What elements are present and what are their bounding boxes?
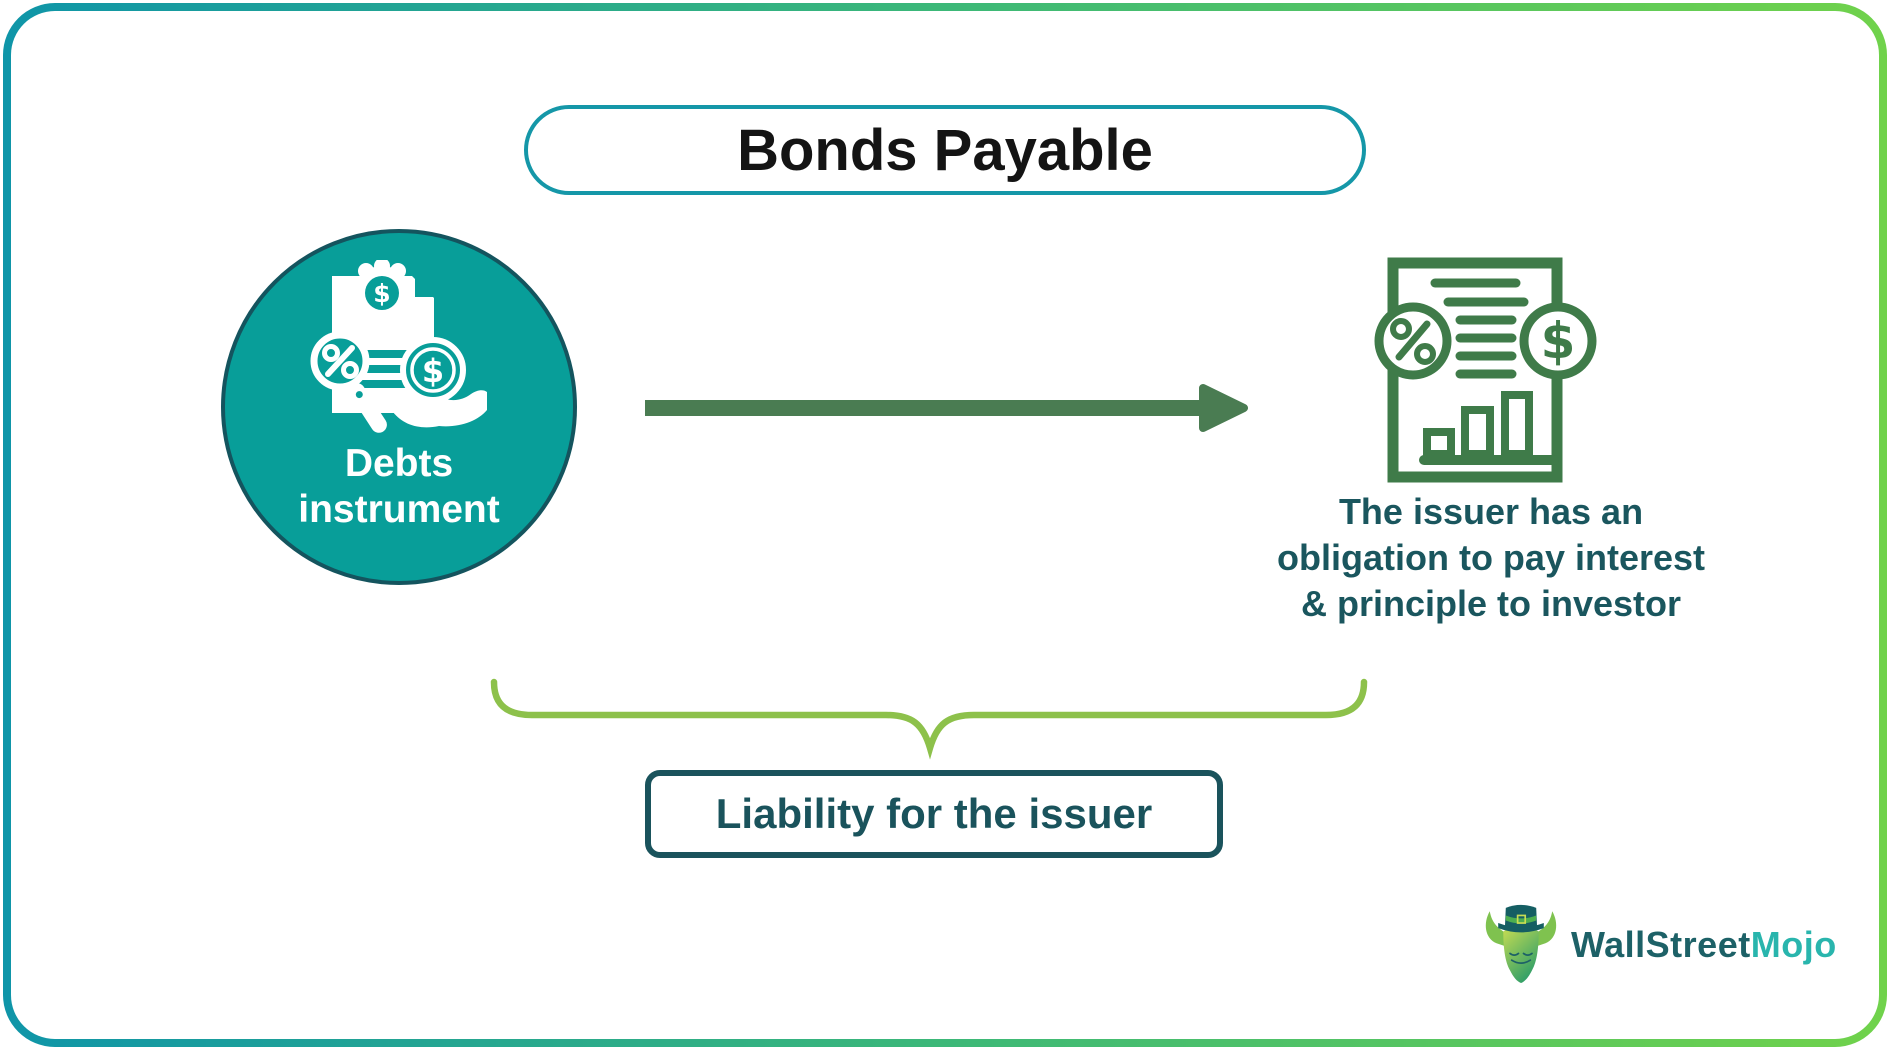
svg-text:$: $ xyxy=(373,279,390,308)
issuer-caption-line2: obligation to pay interest xyxy=(1276,537,1706,578)
title-box: Bonds Payable xyxy=(524,105,1366,195)
wallstreetmojo-logo: WallStreetMojo xyxy=(1483,901,1837,989)
svg-text:$: $ xyxy=(422,352,444,390)
bond-document-icon: $ xyxy=(1374,257,1597,483)
page-title: Bonds Payable xyxy=(737,117,1153,183)
liability-box: Liability for the issuer xyxy=(645,770,1223,858)
issuer-caption-line1: The issuer has an xyxy=(1338,491,1644,532)
svg-text:$: $ xyxy=(1541,312,1576,370)
issuer-obligation-caption: The issuer has an obligation to pay inte… xyxy=(1256,489,1726,627)
debts-instrument-node: $ $ Debts instrument xyxy=(221,229,577,585)
debts-instrument-label: Debts instrument xyxy=(225,441,573,533)
brand-name-primary: WallStreet xyxy=(1571,924,1751,965)
debts-instrument-label-line2: instrument xyxy=(298,488,500,531)
curly-brace-icon xyxy=(490,678,1368,760)
right-arrow-icon xyxy=(645,384,1248,432)
brand-name: WallStreetMojo xyxy=(1571,924,1837,966)
debts-instrument-label-line1: Debts xyxy=(344,442,454,485)
liability-label: Liability for the issuer xyxy=(715,790,1153,837)
brand-name-accent: Mojo xyxy=(1750,924,1837,965)
issuer-caption-line3: & principle to investor xyxy=(1300,583,1682,624)
bull-mascot-icon xyxy=(1485,904,1557,983)
debt-instrument-icon: $ $ xyxy=(310,260,487,433)
